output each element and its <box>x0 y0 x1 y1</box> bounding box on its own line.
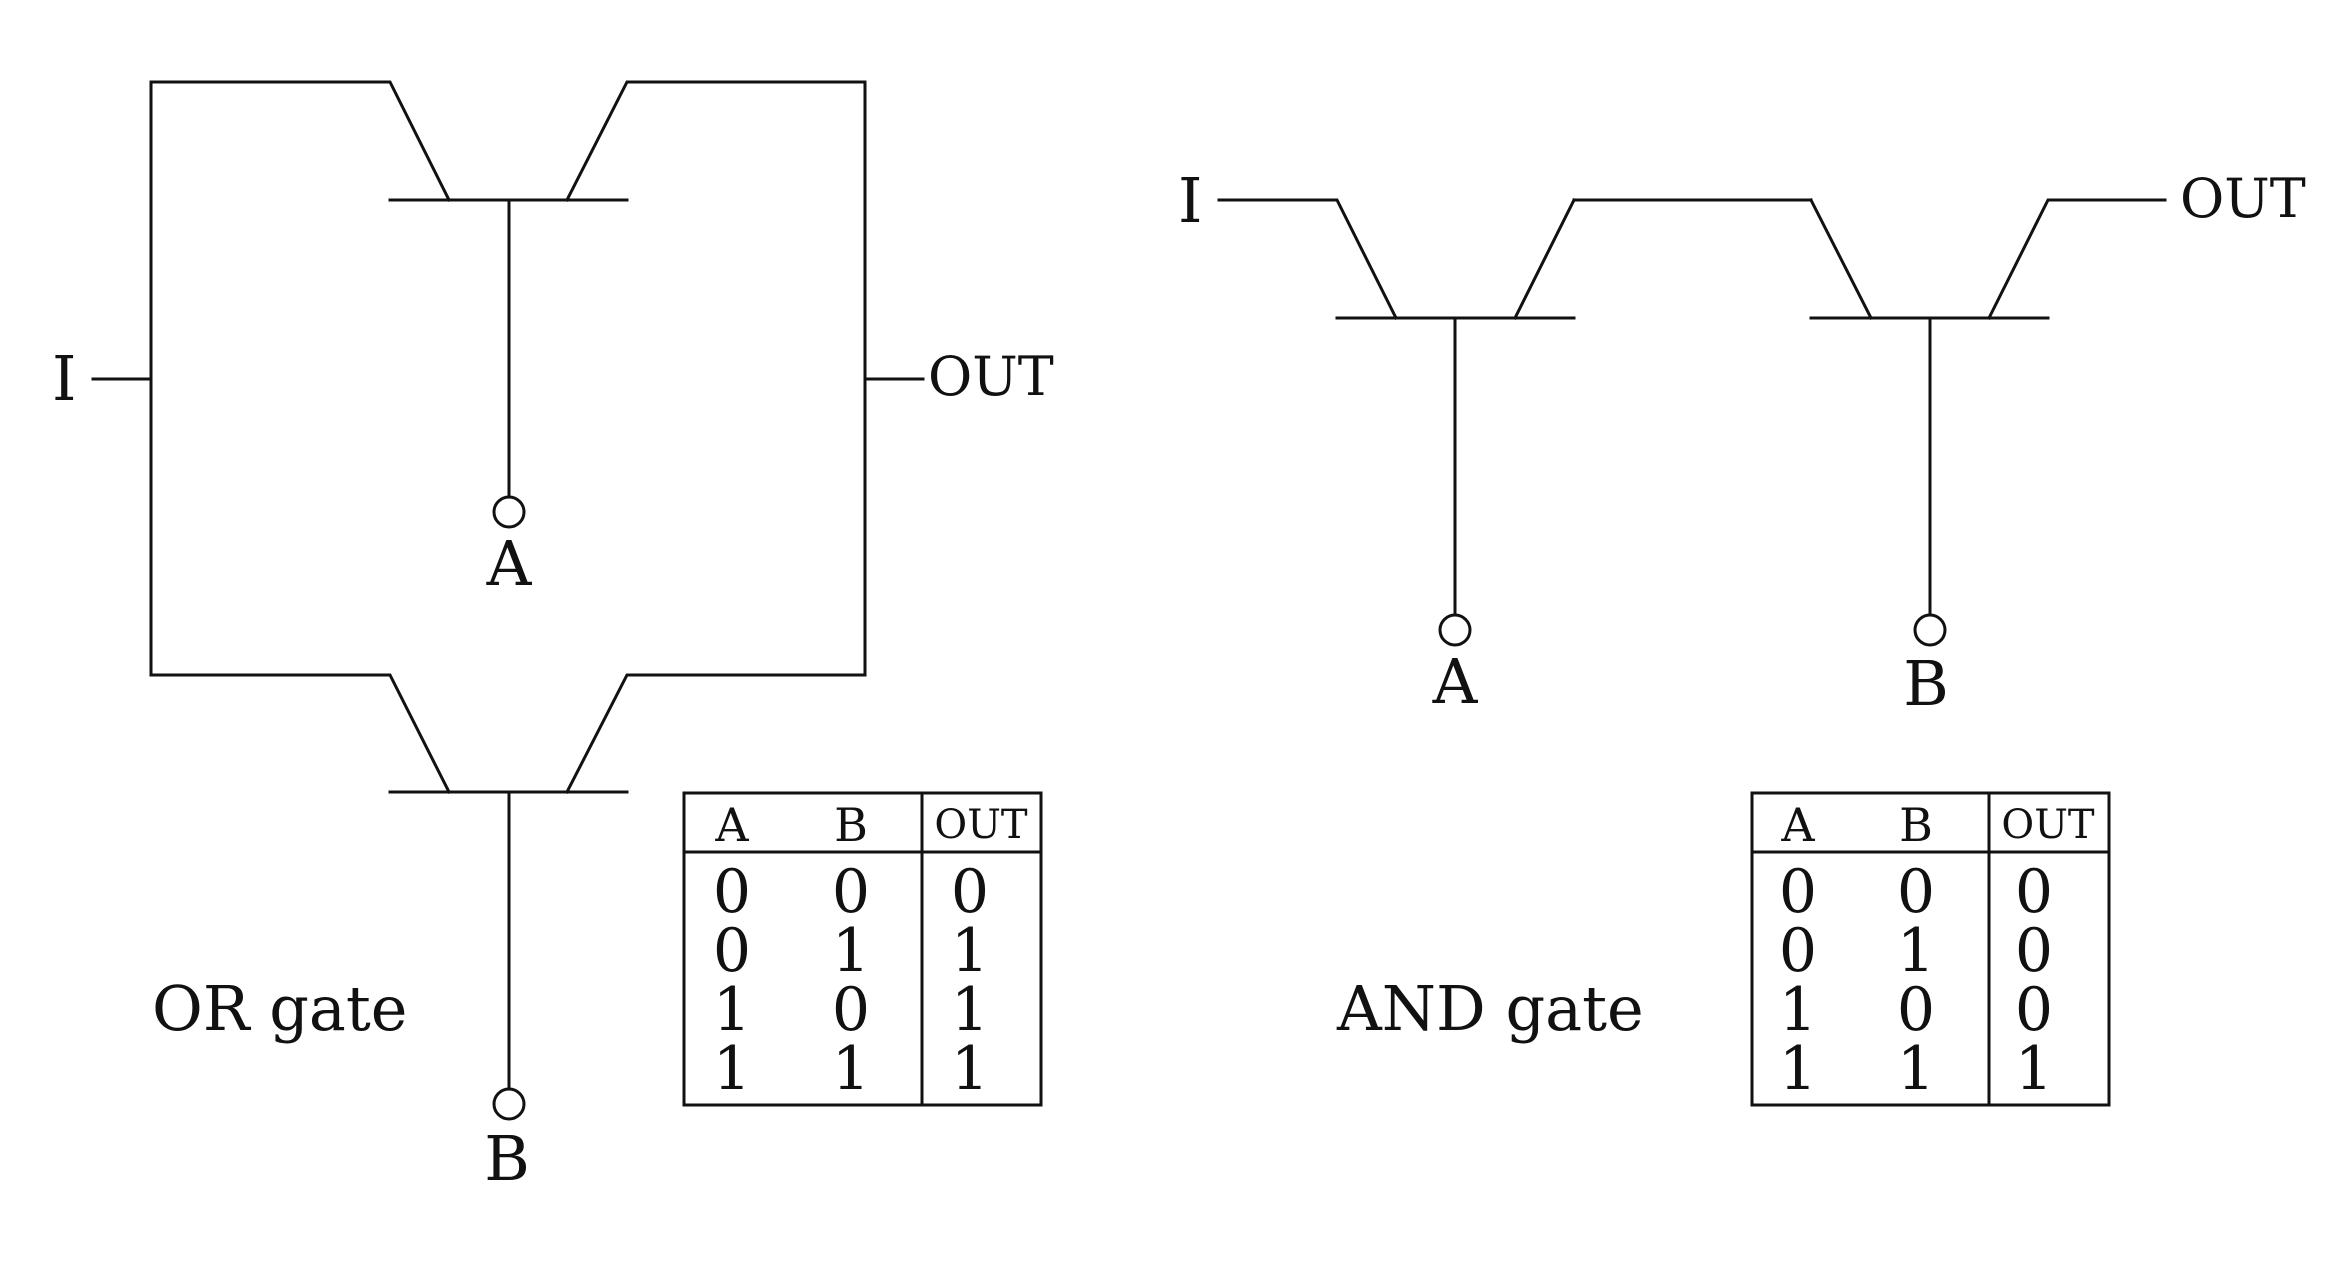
and-terminal-b-label: B <box>1903 647 1949 720</box>
or-input-label: I <box>52 342 77 415</box>
or-terminal-b-label: B <box>484 1122 530 1195</box>
table-cell: 1 <box>951 1034 989 1104</box>
table-cell: 1 <box>832 916 870 986</box>
table-cell: 1 <box>832 1034 870 1104</box>
and-terminal-b <box>1913 613 1947 647</box>
or-truth-table: A B OUT 0 0 0 0 1 1 1 0 1 1 1 1 <box>682 791 1043 1107</box>
or-table-header-a: A <box>714 798 749 852</box>
or-output-label: OUT <box>928 345 1054 408</box>
and-transistor-b <box>1808 197 2167 647</box>
table-cell: 0 <box>832 857 870 927</box>
table-cell: 0 <box>713 857 751 927</box>
and-gate-circuit: I OUT A B AND gate <box>1178 164 2306 1045</box>
or-transistor-b-collector <box>149 673 452 795</box>
table-cell: 1 <box>713 975 751 1045</box>
table-cell: 0 <box>1779 857 1817 927</box>
table-cell: 0 <box>713 916 751 986</box>
or-terminal-b <box>492 1087 526 1121</box>
and-table-header-a: A <box>1780 798 1815 852</box>
table-cell: 0 <box>2015 916 2053 986</box>
table-cell: 0 <box>1897 975 1935 1045</box>
table-cell: 1 <box>1897 1034 1935 1104</box>
table-cell: 0 <box>2015 857 2053 927</box>
table-cell: 1 <box>1897 916 1935 986</box>
or-transistor-b-emitter <box>564 673 867 795</box>
or-transistor-a <box>149 80 867 529</box>
or-transistor-b <box>149 673 867 1121</box>
and-transistor-a-collector <box>1217 198 1399 321</box>
and-gate-title: AND gate <box>1336 972 1644 1045</box>
table-cell: 0 <box>832 975 870 1045</box>
or-table-header-out: OUT <box>934 802 1028 848</box>
table-cell: 1 <box>1779 975 1817 1045</box>
and-input-label: I <box>1178 164 1203 237</box>
table-cell: 0 <box>951 857 989 927</box>
and-transistor-a <box>1217 197 1577 647</box>
and-output-label: OUT <box>2180 167 2306 230</box>
and-transistor-b-collector <box>1808 197 1874 321</box>
table-cell: 1 <box>713 1034 751 1104</box>
table-cell: 0 <box>1779 916 1817 986</box>
and-table-header-out: OUT <box>2001 802 2095 848</box>
and-table-border <box>1750 791 2111 1107</box>
table-cell: 0 <box>2015 975 2053 1045</box>
or-table-header-b: B <box>834 798 868 852</box>
or-transistor-a-emitter <box>564 80 867 203</box>
table-cell: 1 <box>1779 1034 1817 1104</box>
or-gate-circuit: I OUT A B OR gate <box>52 80 1054 1195</box>
or-gate-title: OR gate <box>152 972 407 1045</box>
table-cell: 0 <box>1897 857 1935 927</box>
table-cell: 1 <box>951 916 989 986</box>
and-table-header-b: B <box>1899 798 1933 852</box>
and-transistor-a-emitter <box>1512 197 1577 321</box>
or-transistor-a-collector <box>149 80 452 203</box>
and-transistor-b-emitter <box>1986 198 2167 321</box>
and-terminal-a <box>1438 613 1472 647</box>
or-table-border <box>682 791 1043 1107</box>
or-terminal-a <box>492 495 526 529</box>
table-cell: 1 <box>2015 1034 2053 1104</box>
table-cell: 1 <box>951 975 989 1045</box>
or-terminal-a-label: A <box>486 527 533 600</box>
and-truth-table: A B OUT 0 0 0 0 1 0 1 0 0 1 1 1 <box>1750 791 2111 1107</box>
and-terminal-a-label: A <box>1432 645 1479 718</box>
